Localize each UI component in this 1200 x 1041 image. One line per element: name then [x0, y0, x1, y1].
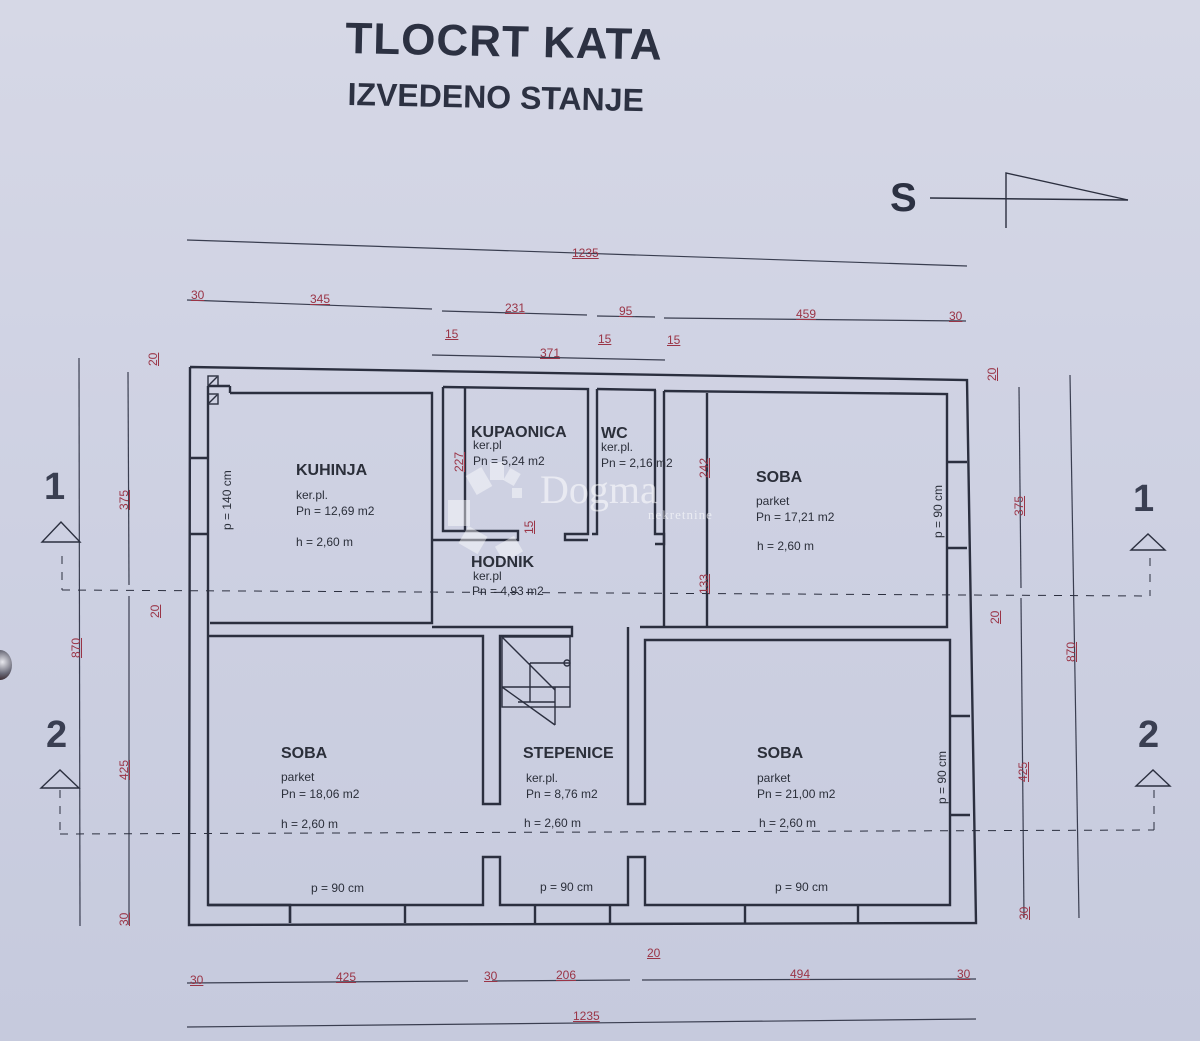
dim-left-20-top: 20: [146, 352, 160, 366]
room-area: Pn = 21,00 m2: [757, 787, 836, 801]
dim-top-30a: 30: [191, 288, 205, 302]
section-lines: [59, 556, 1155, 835]
dim-left-30: 30: [117, 912, 131, 926]
dim-bottom-494: 494: [790, 967, 811, 981]
dim-left-375: 375: [117, 489, 131, 510]
dim-right-870: 870: [1064, 641, 1078, 662]
dim-soba-242: 242: [697, 457, 711, 478]
watermark-logo-icon: [448, 462, 524, 563]
room-name: SOBA: [281, 745, 328, 762]
dim-top-459: 459: [796, 307, 817, 321]
section-marker-left-1: 1: [44, 466, 66, 508]
room-name: SOBA: [756, 469, 803, 486]
window-label: p = 140 cm: [220, 470, 234, 530]
dim-kupaonica-227: 227: [452, 451, 466, 472]
dim-bottom-30a: 30: [190, 973, 204, 987]
dim-top-15a: 15: [445, 327, 459, 341]
dim-right-425: 425: [1016, 761, 1030, 782]
watermark-brand: Dogma: [540, 467, 658, 512]
dim-bottom-overall: 1235: [573, 1009, 600, 1023]
room-name: KUPAONICA: [471, 424, 567, 441]
room-floor: parket: [756, 494, 790, 508]
north-arrow-label: S: [890, 176, 917, 220]
dim-top-overall: 1235: [572, 246, 599, 260]
dim-hodnik-15: 15: [522, 520, 536, 534]
room-area: Pn = 18,06 m2: [281, 787, 360, 801]
window-label: p = 90 cm: [311, 881, 365, 895]
dim-top-15c: 15: [667, 333, 681, 347]
interior-dimension-lines: [464, 393, 708, 625]
room-name: HODNIK: [471, 554, 535, 571]
room-height: h = 2,60 m: [296, 535, 354, 549]
room-floor: parket: [757, 771, 791, 785]
watermark-sub: nekretnine: [648, 507, 713, 522]
section-marker-right-2: 2: [1138, 714, 1160, 756]
dim-left-20-mid: 20: [148, 604, 162, 618]
section-marker-left-2: 2: [46, 714, 68, 756]
room-name: KUHINJA: [296, 462, 368, 479]
room-area: Pn = 12,69 m2: [296, 504, 375, 518]
room-area: Pn = 8,76 m2: [526, 787, 598, 801]
dim-top-345: 345: [310, 292, 331, 306]
window-label: p = 90 cm: [540, 880, 594, 894]
dim-bottom-425: 425: [336, 970, 357, 984]
room-floor: ker.pl.: [601, 440, 634, 454]
dim-left-425: 425: [117, 759, 131, 780]
chimney-icon: [207, 375, 219, 405]
dim-top-231: 231: [505, 301, 526, 315]
section-marker-right-1: 1: [1133, 478, 1155, 520]
dim-top-30b: 30: [949, 309, 963, 323]
pushpin: [0, 650, 12, 680]
room-floor: ker.pl.: [296, 488, 329, 502]
room-height: h = 2,60 m: [757, 539, 815, 553]
section-markers: [39, 520, 1172, 789]
room-height: h = 2,60 m: [759, 816, 817, 830]
window-label-side: p = 90 cm: [935, 750, 949, 804]
room-floor: ker.pl.: [526, 771, 559, 785]
dim-right-20-top: 20: [985, 367, 999, 381]
room-height: h = 2,60 m: [524, 816, 582, 830]
room-area: Pn = 5,24 m2: [473, 454, 545, 468]
window-label: p = 90 cm: [931, 484, 945, 538]
room-floor: ker.pl: [473, 569, 502, 583]
room-floor: ker.pl: [473, 438, 502, 452]
room-name: SOBA: [757, 745, 804, 762]
room-name: STEPENICE: [523, 745, 614, 762]
dim-top-371: 371: [540, 346, 561, 360]
dim-top-15b: 15: [598, 332, 612, 346]
dimension-lines: [78, 239, 1080, 1028]
dim-right-30: 30: [1017, 906, 1031, 920]
staircase-icon: [501, 636, 571, 726]
north-arrow-icon: [929, 172, 1129, 228]
walls: [187, 365, 978, 927]
room-area: Pn = 17,21 m2: [756, 510, 835, 524]
dim-top-95: 95: [619, 304, 633, 318]
room-area: Pn = 2,16 m2: [601, 456, 673, 470]
dim-right-20-mid: 20: [988, 610, 1002, 624]
dim-bottom-20: 20: [647, 946, 661, 960]
dim-right-375: 375: [1012, 495, 1026, 516]
dim-bottom-206: 206: [556, 968, 577, 982]
room-name: WC: [601, 425, 628, 442]
room-area: Pn = 4,93 m2: [472, 584, 544, 598]
dim-bottom-30b: 30: [484, 969, 498, 983]
dim-bottom-30c: 30: [957, 967, 971, 981]
room-floor: parket: [281, 770, 315, 784]
dim-soba-133: 133: [697, 573, 711, 594]
window-label-bottom: p = 90 cm: [775, 880, 829, 894]
room-height: h = 2,60 m: [281, 817, 339, 831]
dim-left-870: 870: [69, 637, 83, 658]
